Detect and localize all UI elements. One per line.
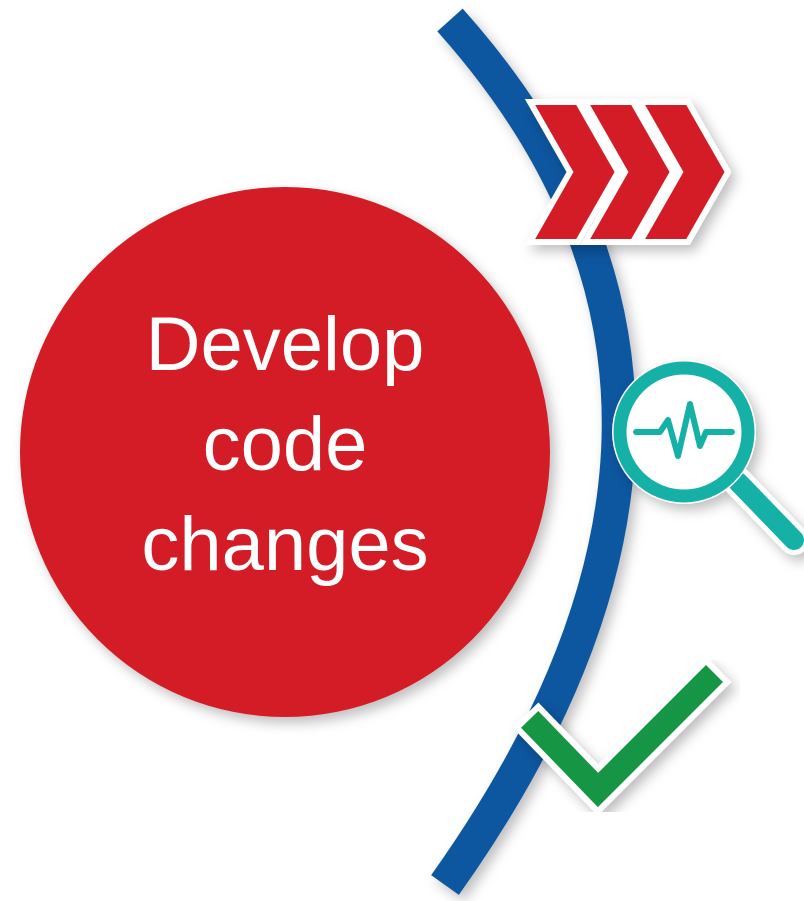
magnifier-pulse-icon [612,360,804,555]
stage-line-3: changes [141,502,428,587]
stage-circle: Develop code changes [20,187,550,717]
checkmark-icon [512,656,732,816]
stage-line-1: Develop [146,302,425,387]
triple-chevron-icon [524,99,732,245]
stage-line-2: code [203,402,368,487]
